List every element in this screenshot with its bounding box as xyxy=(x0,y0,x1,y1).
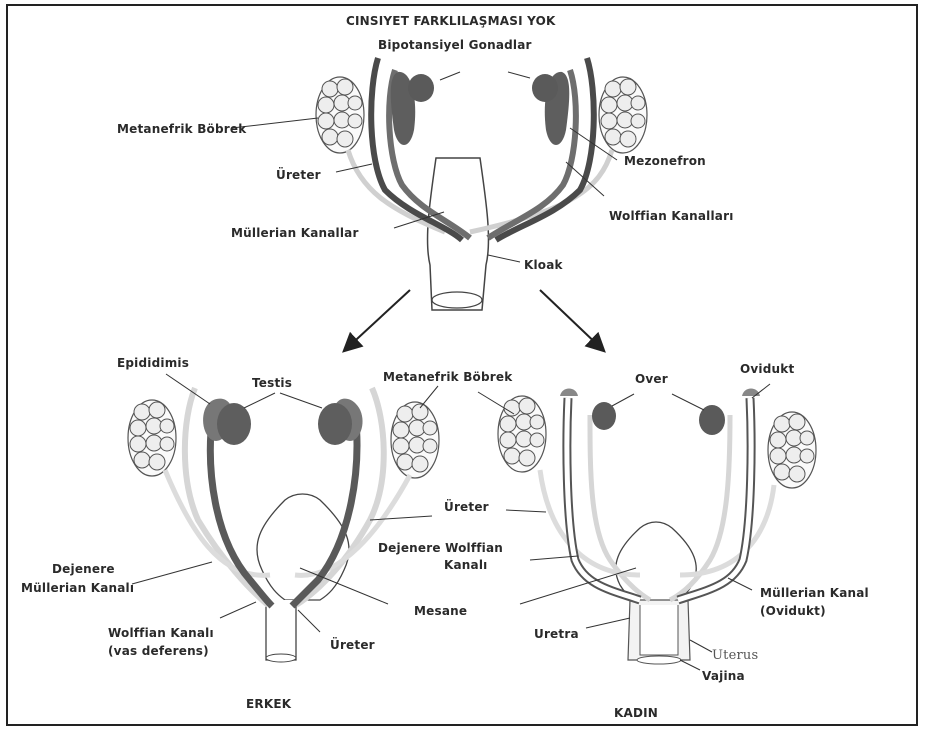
label-female-mullerian-1: Müllerian Kanal xyxy=(760,586,869,600)
label-bipotential-gonads: Bipotansiyel Gonadlar xyxy=(378,38,532,52)
male-stage xyxy=(128,388,439,662)
top-left-kidney xyxy=(316,77,364,153)
label-female-urethra: Uretra xyxy=(534,627,579,641)
label-female-ureter: Üreter xyxy=(444,500,489,514)
label-male-testis: Testis xyxy=(252,376,292,390)
label-female-uterus: Uterus xyxy=(712,648,758,663)
label-female-caption: KADIN xyxy=(614,706,658,720)
label-female-vagina: Vajina xyxy=(702,669,745,683)
label-female-mullerian-2: (Ovidukt) xyxy=(760,604,826,618)
label-female-bladder: Mesane xyxy=(414,604,467,618)
label-male-wolffian-1: Wolffian Kanalı xyxy=(108,626,214,640)
label-female-oviduct: Ovidukt xyxy=(740,362,794,376)
label-male-metanephric-kidney: Metanefrik Böbrek xyxy=(383,370,512,384)
label-male-ureter: Üreter xyxy=(330,638,375,652)
male-right-kidney xyxy=(391,402,439,478)
female-right-kidney xyxy=(768,412,816,488)
top-right-kidney xyxy=(599,77,647,153)
label-male-degenerate-mullerian-2: Müllerian Kanalı xyxy=(21,581,134,595)
label-top-cloaca: Kloak xyxy=(524,258,563,272)
label-female-degenerate-wolffian-2: Kanalı xyxy=(444,558,487,572)
arrow-to-male xyxy=(345,290,410,350)
label-male-wolffian-2: (vas deferens) xyxy=(108,644,209,658)
label-top-wolffian-ducts: Wolffian Kanalları xyxy=(609,209,734,223)
label-male-epididymis: Epididimis xyxy=(117,356,189,370)
top-stage xyxy=(316,58,647,310)
label-top-mullerian-ducts: Müllerian Kanallar xyxy=(231,226,359,240)
label-female-degenerate-wolffian-1: Dejenere Wolffian xyxy=(378,541,503,555)
label-top-ureter: Üreter xyxy=(276,168,321,182)
arrow-to-female xyxy=(540,290,603,350)
female-stage xyxy=(498,389,816,665)
label-top-metanephric-kidney: Metanefrik Böbrek xyxy=(117,122,246,136)
male-left-kidney xyxy=(128,400,176,476)
label-male-degenerate-mullerian-1: Dejenere xyxy=(52,562,115,576)
label-top-mesonephros: Mezonefron xyxy=(624,154,706,168)
label-female-ovary: Over xyxy=(635,372,668,386)
diagram-title: CINSIYET FARKLILAŞMASI YOK xyxy=(346,14,555,28)
female-left-kidney xyxy=(498,396,546,472)
label-male-caption: ERKEK xyxy=(246,697,291,711)
